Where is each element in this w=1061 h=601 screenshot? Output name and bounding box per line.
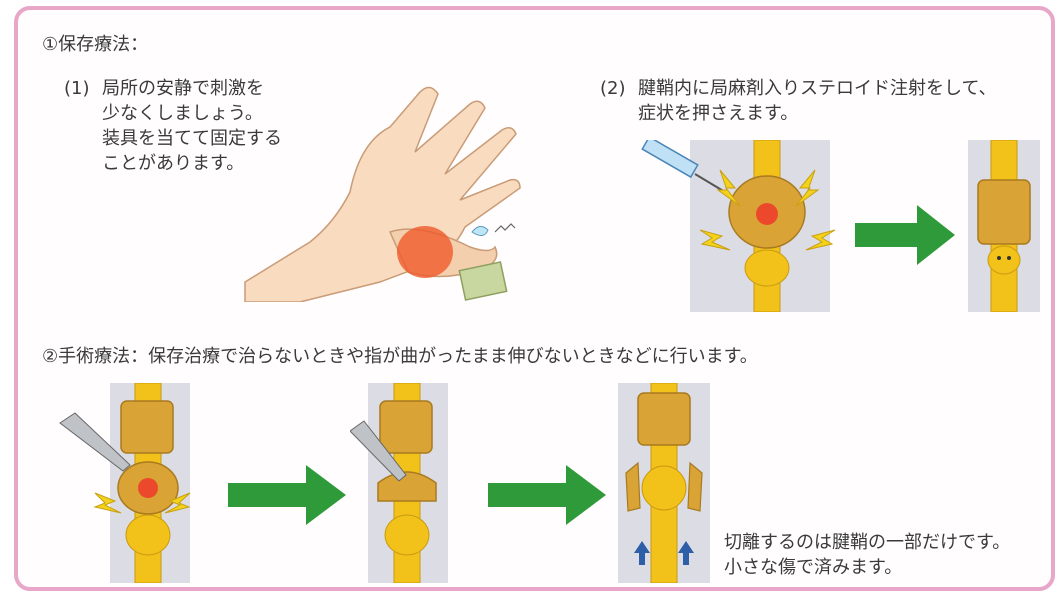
hand-illustration: [240, 82, 550, 302]
item2-number: (2): [600, 78, 626, 99]
syringe-icon: [641, 140, 726, 193]
up-arrow-icon: [678, 541, 694, 565]
item1-line-2: 少なくしましょう。: [102, 103, 263, 124]
item1-line-3: 装具を当てて固定する: [102, 128, 282, 149]
lightning-icon: [699, 229, 731, 251]
right-arrow-icon: [228, 465, 346, 525]
lightning-icon: [716, 169, 741, 207]
right-arrow-icon: [855, 205, 955, 265]
scalpel-icon: [350, 420, 407, 482]
item1-line-4: ことがあります。: [102, 153, 245, 174]
note-line-2: 小さな傷で済みます。: [724, 557, 903, 578]
up-arrow-icon: [634, 541, 650, 565]
item1-line-1: 局所の安静で刺激を: [102, 78, 264, 99]
scalpel-icon: [59, 412, 131, 472]
item2-line-1: 腱鞘内に局麻剤入りステロイド注射をして、: [638, 78, 997, 99]
injection-figure: [640, 140, 850, 312]
surgery-figure-3: [618, 383, 710, 583]
lightning-icon: [795, 169, 820, 207]
right-arrow-icon: [488, 465, 606, 525]
surgery-figure-2: [350, 383, 450, 583]
section2-heading: ②手術療法：保存治療で治らないときや指が曲がったまま伸びないときなどに行います。: [42, 346, 758, 367]
item1-number: (1): [64, 78, 90, 99]
lightning-icon: [805, 229, 836, 251]
surgery-figure-1: [55, 383, 195, 583]
item2-line-2: 症状を押さえます。: [638, 103, 799, 124]
section1-heading: ①保存療法：: [42, 34, 149, 55]
lightning-icon: [93, 492, 122, 514]
recovered-tendon-figure: [968, 140, 1040, 312]
lightning-icon: [164, 492, 191, 514]
note-line-1: 切離するのは腱鞘の一部だけです。: [724, 532, 1011, 553]
